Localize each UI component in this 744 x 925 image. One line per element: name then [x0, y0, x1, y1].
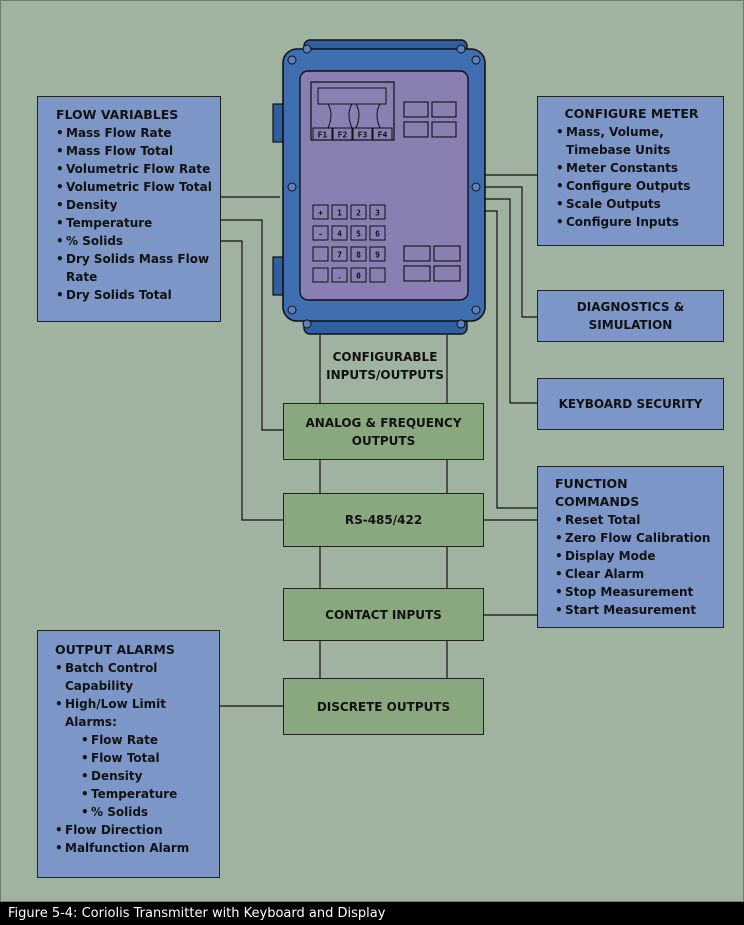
- list-item: Configure Inputs: [556, 213, 715, 231]
- output-alarms-box: OUTPUT ALARMS Batch Control CapabilityHi…: [37, 630, 220, 878]
- list-item: Reset Total: [555, 511, 715, 529]
- keypad-key-label: 1: [337, 209, 342, 218]
- list-item: % Solids: [81, 803, 211, 821]
- keypad-key-label: 4: [337, 230, 342, 239]
- list-item: Meter Constants: [556, 159, 715, 177]
- discrete-outputs-label: DISCRETE OUTPUTS: [317, 698, 450, 716]
- function-key-label: F1: [318, 131, 328, 140]
- function-key-label: F2: [338, 131, 348, 140]
- discrete-outputs-box: DISCRETE OUTPUTS: [283, 678, 484, 735]
- diagnostics-box: DIAGNOSTICS & SIMULATION: [537, 290, 724, 342]
- flow-variables-list: Mass Flow RateMass Flow TotalVolumetric …: [56, 124, 212, 304]
- keyboard-security-label: KEYBOARD SECURITY: [559, 395, 703, 413]
- output-alarms-list: Batch Control CapabilityHigh/Low Limit A…: [55, 659, 211, 857]
- flow-variables-box: FLOW VARIABLES Mass Flow RateMass Flow T…: [37, 96, 221, 322]
- list-item: Volumetric Flow Rate: [56, 160, 212, 178]
- contact-inputs-box: CONTACT INPUTS: [283, 588, 484, 641]
- output-alarms-title: OUTPUT ALARMS: [55, 641, 211, 659]
- configure-meter-box: CONFIGURE METER Mass, Volume, Timebase U…: [537, 96, 724, 246]
- function-commands-box: FUNCTION COMMANDS Reset TotalZero Flow C…: [537, 466, 724, 628]
- keypad-key-label: 0: [356, 272, 361, 281]
- keypad-key-label: -: [318, 230, 323, 239]
- list-item: Mass, Volume, Timebase Units: [556, 123, 715, 159]
- list-item: Dry Solids Total: [56, 286, 212, 304]
- flow-variables-title: FLOW VARIABLES: [56, 106, 212, 124]
- list-item: Flow Rate: [81, 731, 211, 749]
- keypad-key-label: 5: [356, 230, 361, 239]
- keypad-key-label: 9: [375, 251, 380, 260]
- function-key-label: F3: [358, 131, 368, 140]
- keypad-key-label: 7: [337, 251, 342, 260]
- list-item: Temperature: [56, 214, 212, 232]
- list-item: Mass Flow Rate: [56, 124, 212, 142]
- list-item: Stop Measurement: [555, 583, 715, 601]
- analog-frequency-box: ANALOG & FREQUENCY OUTPUTS: [283, 403, 484, 460]
- keypad-key-label: +: [318, 209, 323, 218]
- connector-analog: [221, 220, 283, 430]
- keypad-key-label: 6: [375, 230, 380, 239]
- list-item: Batch Control Capability: [55, 659, 211, 695]
- list-item: Volumetric Flow Total: [56, 178, 212, 196]
- list-item: Flow Total: [81, 749, 211, 767]
- keypad-key-label: .: [337, 272, 342, 281]
- keypad-key-label: 2: [356, 209, 361, 218]
- configure-meter-title: CONFIGURE METER: [548, 105, 715, 123]
- contact-inputs-label: CONTACT INPUTS: [325, 606, 442, 624]
- list-item: Mass Flow Total: [56, 142, 212, 160]
- function-commands-title: FUNCTION COMMANDS: [555, 475, 715, 511]
- keyboard-security-box: KEYBOARD SECURITY: [537, 378, 724, 430]
- list-item: Dry Solids Mass Flow Rate: [56, 250, 212, 286]
- list-item: Scale Outputs: [556, 195, 715, 213]
- list-item: % Solids: [56, 232, 212, 250]
- list-item: Clear Alarm: [555, 565, 715, 583]
- connector-keyboard-security: [480, 199, 537, 403]
- list-item: Start Measurement: [555, 601, 715, 619]
- rs485-box: RS-485/422: [283, 493, 484, 547]
- configure-meter-list: Mass, Volume, Timebase UnitsMeter Consta…: [556, 123, 715, 231]
- list-item: Density: [81, 767, 211, 785]
- analog-frequency-label: ANALOG & FREQUENCY OUTPUTS: [294, 414, 473, 450]
- list-item: Zero Flow Calibration: [555, 529, 715, 547]
- list-item: Flow Direction: [55, 821, 211, 839]
- function-key-label: F4: [378, 131, 388, 140]
- connector-function-commands: [480, 211, 537, 508]
- rs485-label: RS-485/422: [345, 511, 422, 529]
- list-item: Temperature: [81, 785, 211, 803]
- configurable-io-label: CONFIGURABLE INPUTS/OUTPUTS: [320, 348, 450, 384]
- transmitter-device: F1 F2 F3 F4 +1 2 3 - 4 5 6 7 8 9. 0: [273, 40, 485, 334]
- figure-caption: Figure 5-4: Coriolis Transmitter with Ke…: [0, 902, 744, 925]
- keypad-key-label: 8: [356, 251, 361, 260]
- list-item: High/Low Limit Alarms:: [55, 695, 211, 731]
- function-key-row: F1 F2 F3 F4: [313, 128, 392, 140]
- list-item: Display Mode: [555, 547, 715, 565]
- list-item: Malfunction Alarm: [55, 839, 211, 857]
- list-item: Density: [56, 196, 212, 214]
- list-item: Configure Outputs: [556, 177, 715, 195]
- keypad-key-label: 3: [375, 209, 380, 218]
- function-commands-list: Reset TotalZero Flow CalibrationDisplay …: [555, 511, 715, 619]
- connector-diagnostics: [480, 187, 537, 317]
- diagnostics-label: DIAGNOSTICS & SIMULATION: [548, 298, 713, 334]
